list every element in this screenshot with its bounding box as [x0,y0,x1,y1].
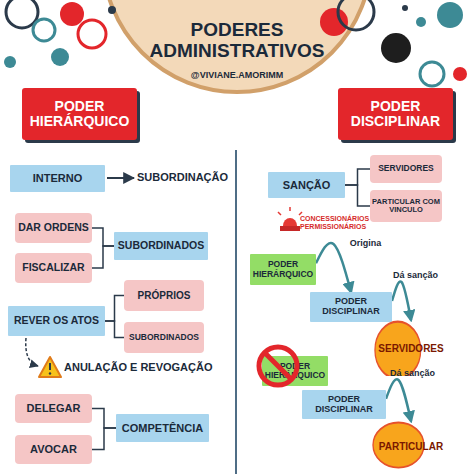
siren-ray [299,212,302,215]
power-box: PODER HIERÁRQUICO [250,254,316,285]
concept-box: COMPETÊNCIA [116,414,209,442]
action-box: AVOCAR [15,435,92,464]
decor-circle [78,20,106,48]
flow-arrow [316,243,351,292]
node-text: SANÇÃO [283,179,331,191]
target-circle: SERVIDORES [374,320,448,376]
concept-box: SANÇÃO [268,172,345,198]
node-text: PODER DISCIPLINAR [304,395,384,415]
warning-mark [49,363,51,370]
edge-label: Dá sanção [386,270,446,280]
node-text: SUBORDINADOS [118,240,204,252]
bracket-connector [105,296,124,322]
bracket-connector [92,428,116,450]
node-text: SERVIDORES [378,164,434,173]
annotation-text: @VIVIANE.AMORIMM [137,70,337,81]
leader-arrow [107,177,134,179]
decor-circle [51,48,69,66]
node-text: PARTICULAR [379,441,443,452]
warning-symbol [39,357,61,377]
decor-circle [437,2,463,28]
concept-box: SUBORDINADOS [114,232,208,260]
bracket-connector [92,409,116,429]
siren-symbol [280,226,300,231]
power-box: PODER DISCIPLINAR [310,292,392,322]
siren-ray [278,212,281,215]
decor-circle [402,5,408,11]
node-text: PODER HIERÁRQUICO [252,260,314,279]
node-text: SERVIDORES [378,343,443,354]
node-text: PRÓPRIOS [138,290,191,301]
flow-arrow [392,281,411,320]
bracket-connector [345,169,370,185]
annotation-text: SUBORDINAÇÃO [137,171,235,184]
target-circle: PARTICULAR [372,421,450,471]
decor-circle [420,62,444,86]
decor-circle [60,2,84,26]
column-divider [235,150,237,474]
section-header: PODER DISCIPLINAR [338,88,453,140]
node-text: FISCALIZAR [22,262,84,274]
node-text: PODER HIERÁRQUICO [264,362,326,381]
action-box: DAR ORDENS [15,213,92,243]
node-text: AVOCAR [30,443,77,455]
action-box: DELEGAR [15,394,92,423]
node-text: PODER HIERÁRQUICO [24,99,135,130]
decor-circle [108,6,116,14]
node-text: COMPETÊNCIA [122,422,203,434]
node-text: PARTICULAR COM VINCULO [372,198,440,215]
bracket-connector [92,246,114,268]
power-box: PODER DISCIPLINAR [302,390,386,419]
section-header: PODER HIERÁRQUICO [22,88,137,140]
flow-arrow [386,379,411,421]
annotation-text: CONCESSIONÁRIOS PERMISSIONÁRIOS [300,215,382,232]
concept-box: REVER OS ATOS [8,306,105,336]
decor-circle [33,19,55,41]
power-box: PODER HIERÁRQUICO [262,356,328,386]
title-circle [103,0,371,92]
action-box: FISCALIZAR [15,253,92,283]
dashed-arrow [26,338,38,366]
decor-circle [4,56,16,68]
annotation-text: ANULAÇÃO E REVOGAÇÃO [64,361,232,374]
concept-box: INTERNO [10,165,105,192]
node-text: REVER OS ATOS [14,315,99,327]
node-text: INTERNO [33,172,83,184]
decor-circle [381,33,411,63]
node-text: DELEGAR [27,402,81,414]
warning-mark [49,372,51,374]
edge-label: Origina [336,238,396,248]
edge-label: Dá sanção [383,368,443,378]
bracket-connector [92,228,114,246]
diagram-title: PODERES ADMINISTRATIVOS [127,20,347,62]
bracket-connector [105,321,124,338]
action-box: SUBORDINADOS [124,322,204,353]
action-box: PARTICULAR COM VINCULO [370,190,442,222]
node-text: PODER DISCIPLINAR [340,99,451,130]
decor-circle [416,17,426,27]
action-box: PRÓPRIOS [124,280,204,311]
decor-circle [453,67,467,81]
decor-circle [320,8,348,36]
action-box: SERVIDORES [370,155,442,183]
decor-circle [338,0,374,30]
node-text: DAR ORDENS [18,222,89,234]
siren-symbol [283,218,297,226]
node-text: PODER DISCIPLINAR [312,297,390,317]
bracket-connector [345,185,370,206]
node-text: SUBORDINADOS [129,333,199,342]
siren-ray [289,207,291,211]
